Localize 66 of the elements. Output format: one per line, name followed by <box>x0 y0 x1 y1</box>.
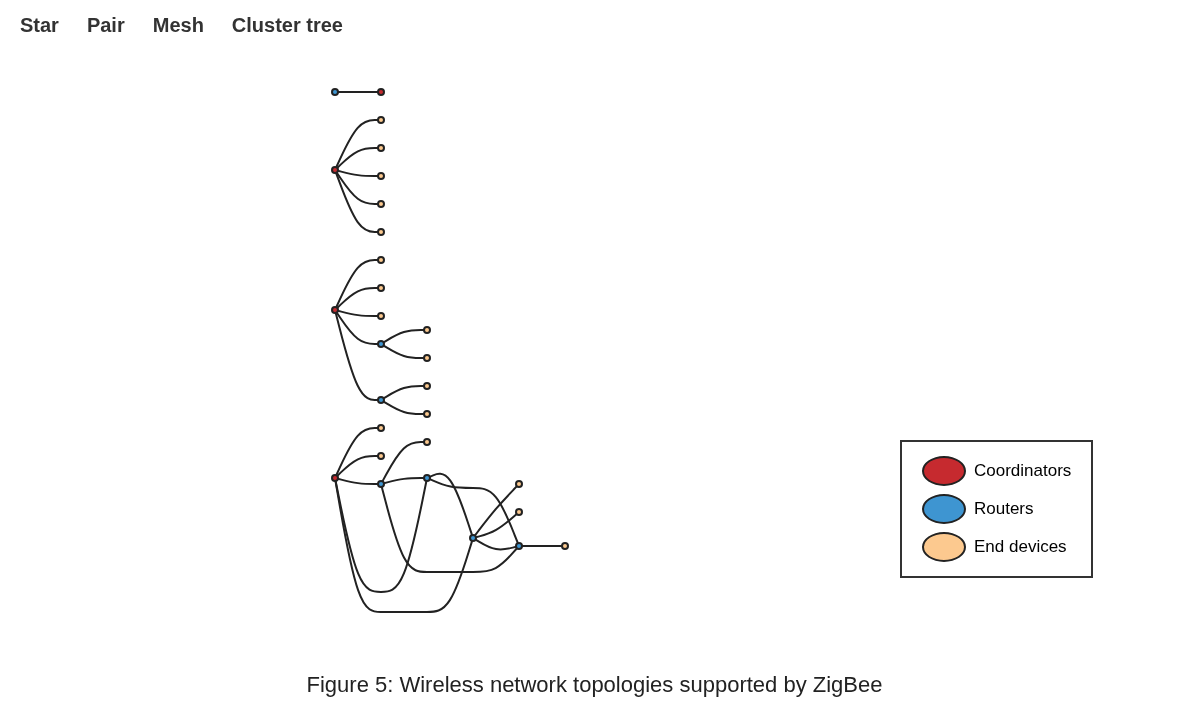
node-circle <box>377 395 385 404</box>
topology-title: Star <box>20 14 59 37</box>
connector <box>334 479 474 613</box>
node-circle <box>423 473 431 482</box>
connector <box>335 118 379 168</box>
figure-caption: Figure 5: Wireless network topologies supported by ZigBee <box>305 672 884 698</box>
node-circle <box>377 311 385 320</box>
node-circle <box>377 451 385 460</box>
connector <box>336 454 379 477</box>
node-circle <box>377 339 385 348</box>
legend-label: End devices <box>974 537 1067 557</box>
connector <box>334 311 379 401</box>
connector <box>474 512 518 538</box>
node-circle <box>515 507 523 516</box>
node-circle <box>331 305 339 314</box>
connector <box>473 484 518 537</box>
connector <box>428 477 519 544</box>
connector <box>335 426 379 476</box>
connector <box>382 476 425 484</box>
connector <box>474 538 518 550</box>
legend-label: Coordinators <box>974 461 1072 481</box>
connector <box>335 258 379 308</box>
connector <box>521 544 563 547</box>
connector <box>334 479 428 593</box>
node-circle <box>423 381 431 390</box>
topology-title: Pair <box>86 14 125 37</box>
connector <box>381 440 425 482</box>
connector <box>335 171 379 205</box>
node-circle <box>469 533 477 542</box>
node-circle <box>423 325 431 334</box>
connector <box>336 309 379 317</box>
node-circle <box>561 541 569 550</box>
connector <box>428 472 474 536</box>
connector <box>335 171 379 233</box>
legend-label: Routers <box>974 499 1034 519</box>
node-circle <box>423 409 431 418</box>
node-circle <box>515 541 523 550</box>
connector <box>336 169 379 177</box>
node-circle <box>377 479 385 488</box>
node-circle <box>377 423 385 432</box>
node-circle <box>377 115 385 124</box>
node-circle <box>423 353 431 362</box>
topology-title: Cluster tree <box>231 14 343 37</box>
node-circle <box>331 87 339 96</box>
connector <box>382 400 425 415</box>
node-circle <box>377 171 385 180</box>
node-circle <box>377 87 385 96</box>
node-circle <box>377 283 385 292</box>
node-circle <box>331 473 339 482</box>
connector <box>382 328 425 343</box>
node-circle <box>377 255 385 264</box>
node-circle <box>377 199 385 208</box>
node-circle <box>331 165 339 174</box>
connector <box>382 344 425 359</box>
connector <box>335 311 379 345</box>
node-circle <box>515 479 523 488</box>
connector <box>382 384 425 399</box>
connector <box>336 477 379 485</box>
connector <box>336 146 379 169</box>
connector <box>336 286 379 309</box>
connector <box>337 90 379 93</box>
topology-title: Mesh <box>152 14 204 37</box>
node-circle <box>377 143 385 152</box>
connector <box>380 485 518 573</box>
node-circle <box>377 227 385 236</box>
node-circle <box>423 437 431 446</box>
